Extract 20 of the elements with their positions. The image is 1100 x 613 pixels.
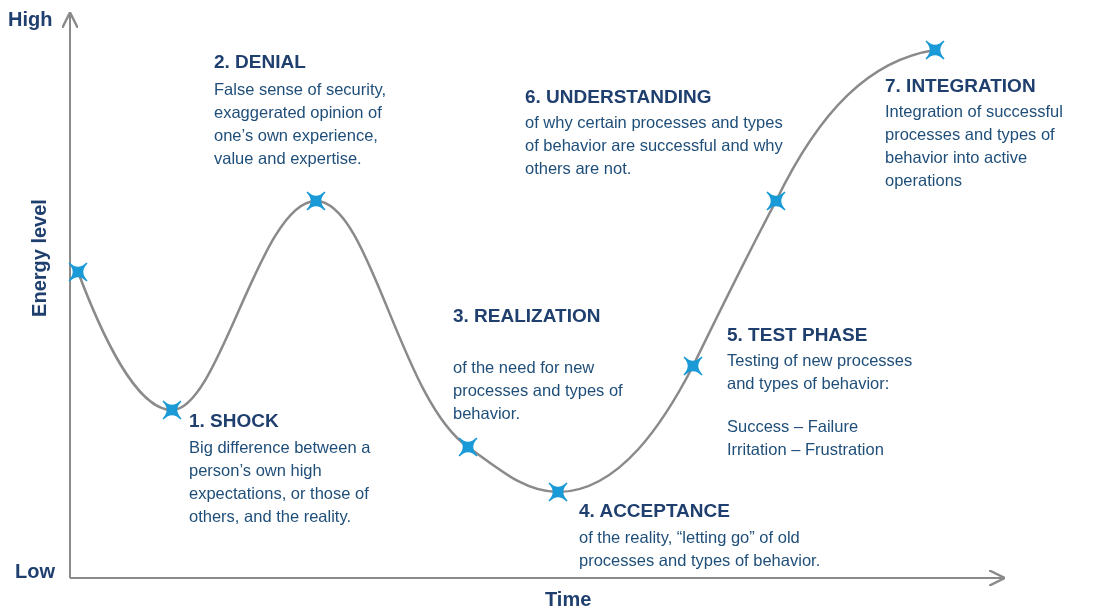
stage-description: of the reality, “letting go” of old processes and types of behavior. xyxy=(579,527,822,571)
stage-heading: 5. TEST PHASE xyxy=(727,323,868,346)
stage-description: of the need for new processes and types of behavior. xyxy=(453,357,624,424)
axis-label: Time xyxy=(545,588,592,611)
stage-description: Integration of successful processes and types of behavior into active operations xyxy=(885,101,1064,191)
stage-heading: 2. DENIAL xyxy=(214,50,306,73)
stage-heading: 1. SHOCK xyxy=(189,409,279,432)
stage-description: of why certain processes and types of behavior are successful and why others are not. xyxy=(525,112,784,179)
stage-description: Success – Failure xyxy=(727,416,859,437)
stage-heading: 4. ACCEPTANCE xyxy=(579,499,730,522)
stage-heading: 7. INTEGRATION xyxy=(885,74,1036,97)
axis-label: High xyxy=(8,8,53,31)
stage-heading: 3. REALIZATION xyxy=(453,304,601,327)
stage-description: False sense of security, exaggerated opinion of one’s own experience, value and expertise. xyxy=(214,79,388,169)
stage-heading: 6. UNDERSTANDING xyxy=(525,85,712,108)
stage-description: Irritation – Frustration xyxy=(727,439,884,460)
axis-label: Energy level xyxy=(28,199,51,317)
axis-label: Low xyxy=(15,560,55,583)
stage-description: Testing of new processes and types of behavior: xyxy=(727,350,914,394)
stage-description: Big difference between a person’s own high expectations, or those of others, and the reality. xyxy=(189,437,372,527)
